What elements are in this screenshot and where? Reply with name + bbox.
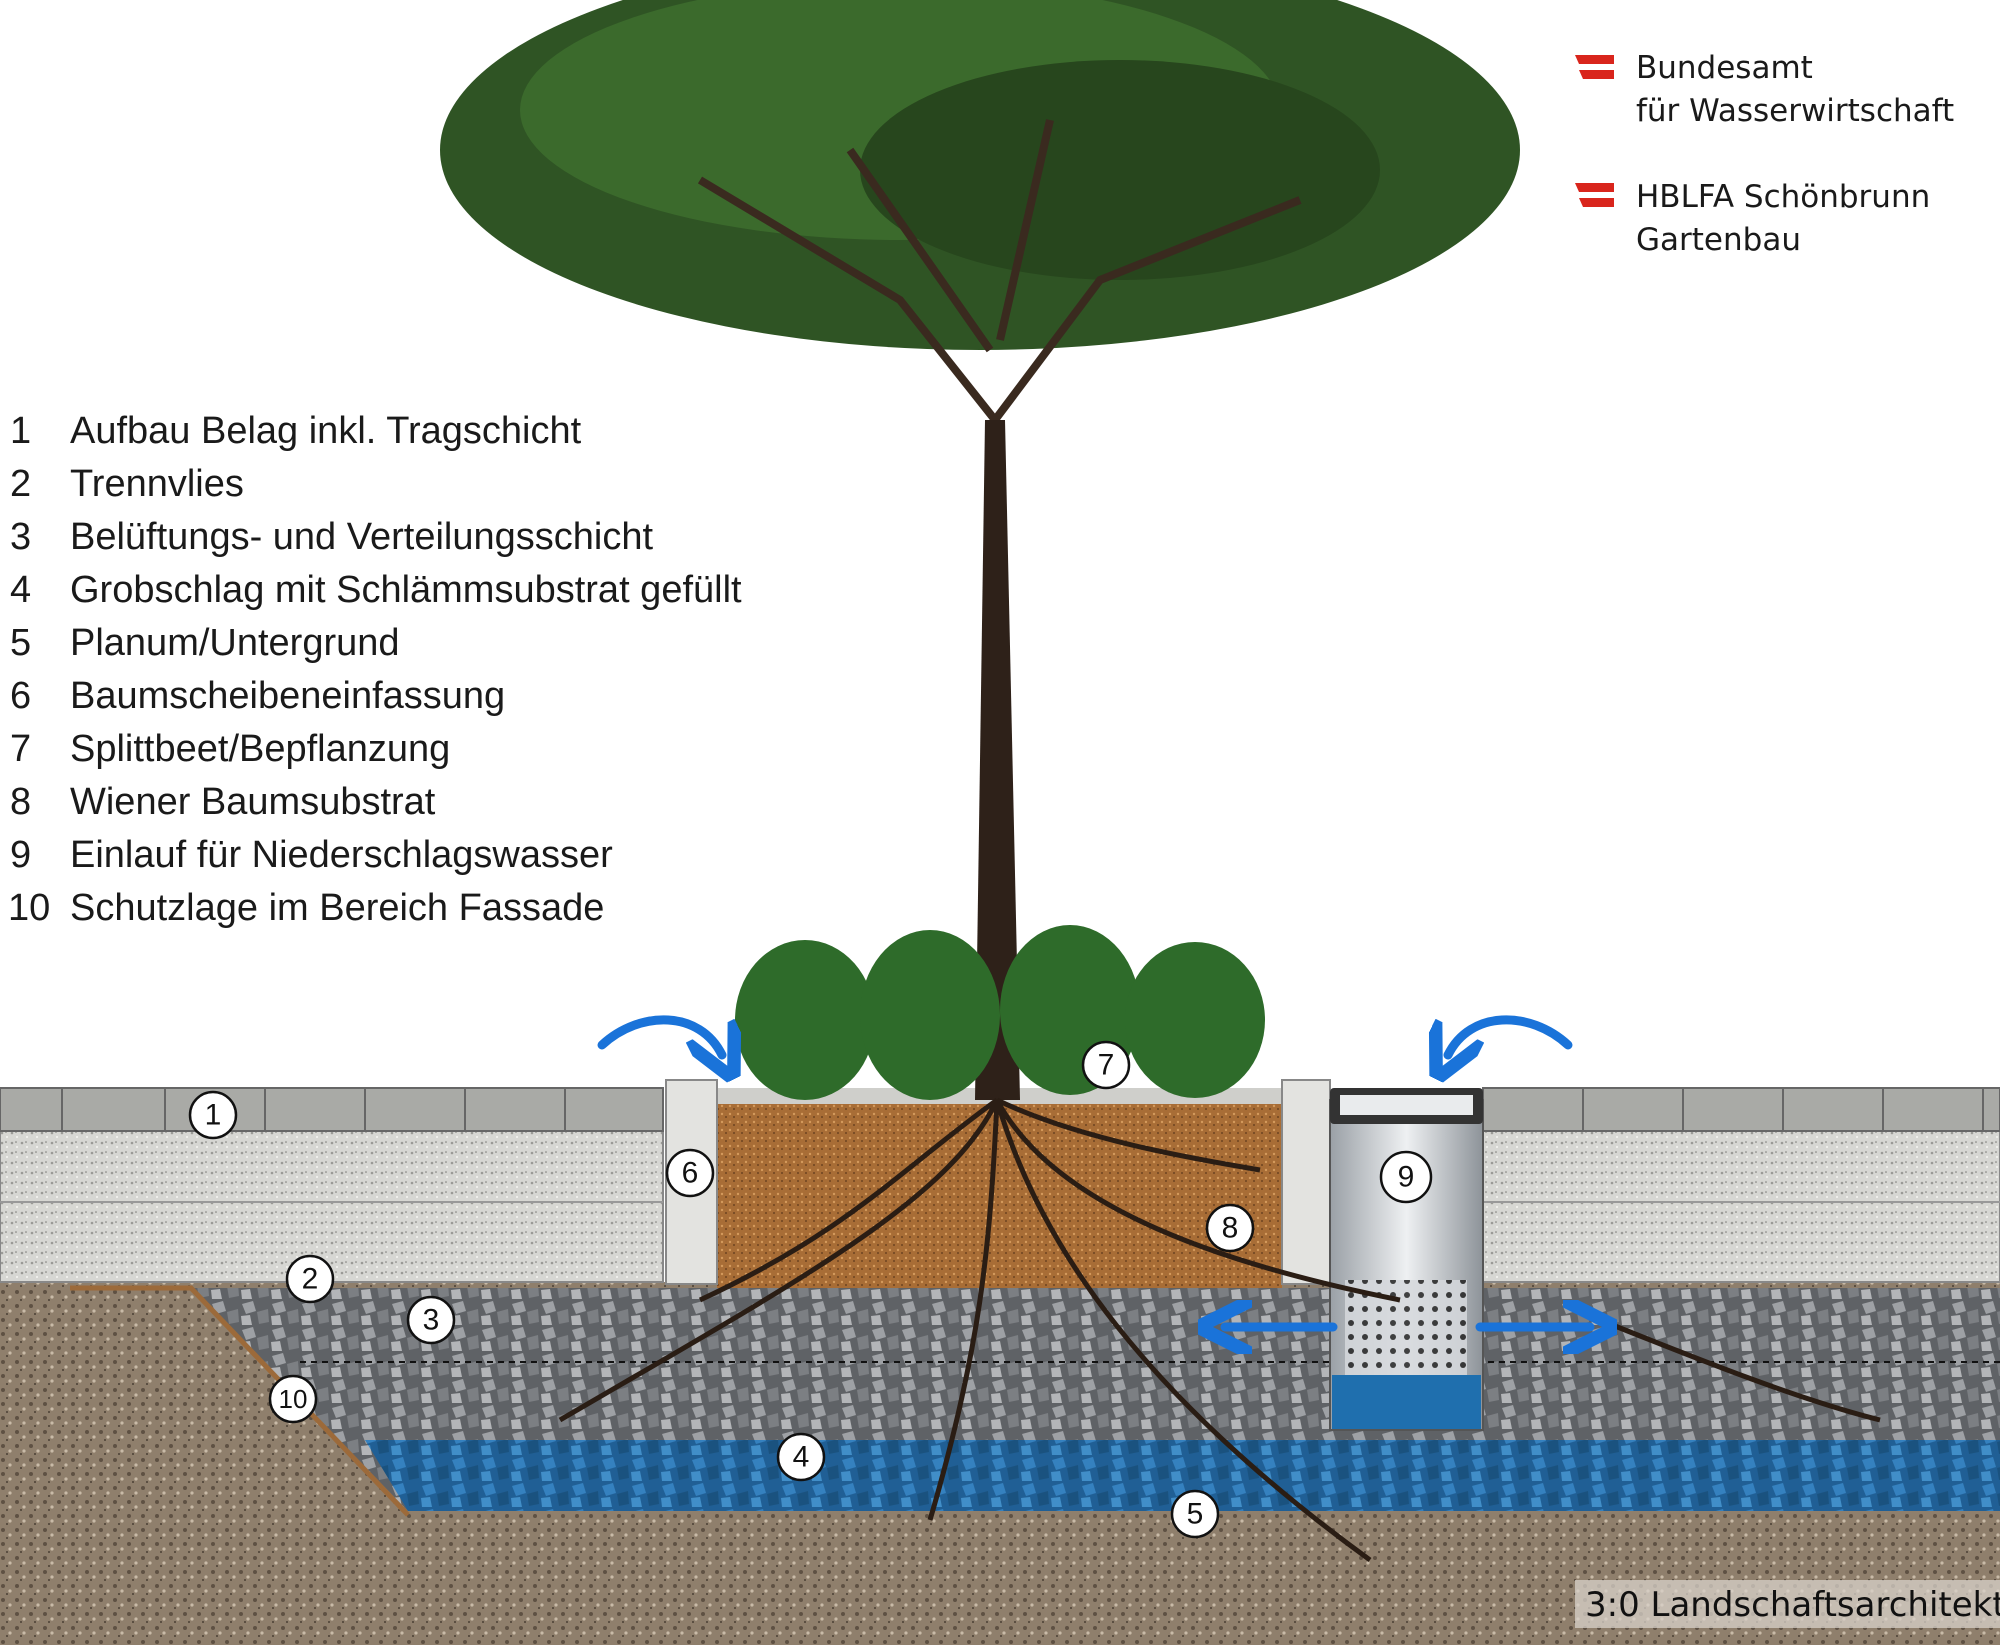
- tree-trunk: [975, 420, 1020, 1100]
- pavers-right: [1482, 1087, 2000, 1132]
- legend-number: 7: [10, 728, 31, 770]
- marker-5: 5: [1170, 1489, 1220, 1539]
- legend-label: Aufbau Belag inkl. Tragschicht: [70, 410, 582, 452]
- tree-roots: [558, 1097, 1881, 1563]
- logo-line: für Wasserwirtschaft: [1636, 93, 1954, 129]
- legend-number: 3: [10, 516, 31, 558]
- curb-right: [1281, 1079, 1331, 1285]
- marker-label: 4: [793, 1441, 810, 1474]
- marker-10: 10: [268, 1374, 318, 1424]
- logo-line: Bundesamt: [1636, 50, 1813, 86]
- legend-label: Einlauf für Niederschlagswasser: [70, 834, 613, 876]
- base-course-right: [1482, 1130, 2000, 1283]
- marker-8: 8: [1205, 1203, 1255, 1253]
- legend-number: 8: [10, 781, 31, 823]
- ground-layers: [0, 1079, 2000, 1645]
- marker-label: 2: [302, 1263, 319, 1296]
- legend: 1 Aufbau Belag inkl. Tragschicht 2 Trennvl…: [8, 410, 742, 929]
- marker-label: 8: [1222, 1212, 1239, 1245]
- credit-label: 3:0 Landschaftsarchitektur: [1575, 1580, 2000, 1628]
- marker-label: 6: [682, 1157, 699, 1190]
- water-flow-arrows: [597, 1015, 1590, 1327]
- arrow-curved-right: [1448, 1015, 1573, 1055]
- legend-label: Trennvlies: [70, 463, 244, 505]
- legend-number: 6: [10, 675, 31, 717]
- logo-bundesamt: Bundesamt für Wasserwirtschaft: [1575, 50, 1954, 129]
- marker-label: 9: [1398, 1161, 1415, 1194]
- logo-line: HBLFA Schönbrunn: [1636, 179, 1930, 215]
- legend-item: 10 Schutzlage im Bereich Fassade: [8, 887, 604, 929]
- legend-label: Baumscheibeneinfassung: [70, 675, 505, 717]
- legend-item: 9 Einlauf für Niederschlagswasser: [10, 834, 613, 876]
- legend-item: 8 Wiener Baumsubstrat: [10, 781, 436, 823]
- logo-line: Gartenbau: [1636, 222, 1801, 258]
- marker-label: 10: [279, 1384, 308, 1414]
- legend-number: 4: [10, 569, 31, 611]
- marker-3: 3: [406, 1295, 456, 1345]
- legend-item: 6 Baumscheibeneinfassung: [10, 675, 505, 717]
- pavers-left: [0, 1087, 664, 1132]
- tree: [440, 0, 1881, 1563]
- tree-substrate: [717, 1103, 1282, 1288]
- legend-number: 9: [10, 834, 31, 876]
- logo-hblfa: HBLFA Schönbrunn Gartenbau: [1575, 179, 1930, 258]
- stormwater-inlet: [1329, 1088, 1484, 1431]
- marker-7: 7: [1081, 1040, 1131, 1090]
- legend-number: 2: [10, 463, 31, 505]
- diagram-markers: 1 2 3 4 5 6 7 8 9 10: [188, 1040, 1433, 1539]
- marker-2: 2: [285, 1254, 335, 1304]
- legend-item: 4 Grobschlag mit Schlämmsubstrat gefüllt: [10, 569, 742, 611]
- legend-item: 7 Splittbeet/Bepflanzung: [10, 728, 450, 770]
- marker-label: 7: [1098, 1049, 1115, 1082]
- austria-flag-icon: [1575, 183, 1614, 192]
- legend-item: 1 Aufbau Belag inkl. Tragschicht: [10, 410, 582, 452]
- legend-number: 5: [10, 622, 31, 664]
- marker-label: 3: [423, 1304, 440, 1337]
- marker-9: 9: [1379, 1150, 1433, 1204]
- legend-number: 10: [8, 887, 50, 929]
- marker-label: 5: [1187, 1498, 1204, 1531]
- austria-flag-icon: [1575, 55, 1614, 64]
- legend-item: 2 Trennvlies: [10, 463, 244, 505]
- protection-layer-facade: [70, 1285, 410, 1517]
- legend-item: 3 Belüftungs- und Verteilungsschicht: [10, 516, 653, 558]
- legend-label: Splittbeet/Bepflanzung: [70, 728, 450, 770]
- legend-label: Wiener Baumsubstrat: [70, 781, 436, 823]
- legend-label: Planum/Untergrund: [70, 622, 400, 664]
- marker-4: 4: [776, 1432, 826, 1482]
- marker-1: 1: [188, 1090, 238, 1140]
- water-retention-zone: [365, 1440, 2000, 1511]
- legend-label: Grobschlag mit Schlämmsubstrat gefüllt: [70, 569, 742, 611]
- legend-item: 5 Planum/Untergrund: [10, 622, 400, 664]
- arrow-curved-left: [597, 1015, 722, 1055]
- credit-text: 3:0 Landschaftsarchitektur: [1585, 1585, 2000, 1625]
- legend-label: Schutzlage im Bereich Fassade: [70, 887, 604, 929]
- marker-label: 1: [205, 1099, 222, 1132]
- tree-branches: [697, 119, 1302, 423]
- marker-6: 6: [665, 1148, 715, 1198]
- legend-label: Belüftungs- und Verteilungsschicht: [70, 516, 653, 558]
- legend-number: 1: [10, 410, 31, 452]
- base-course-left: [0, 1130, 664, 1283]
